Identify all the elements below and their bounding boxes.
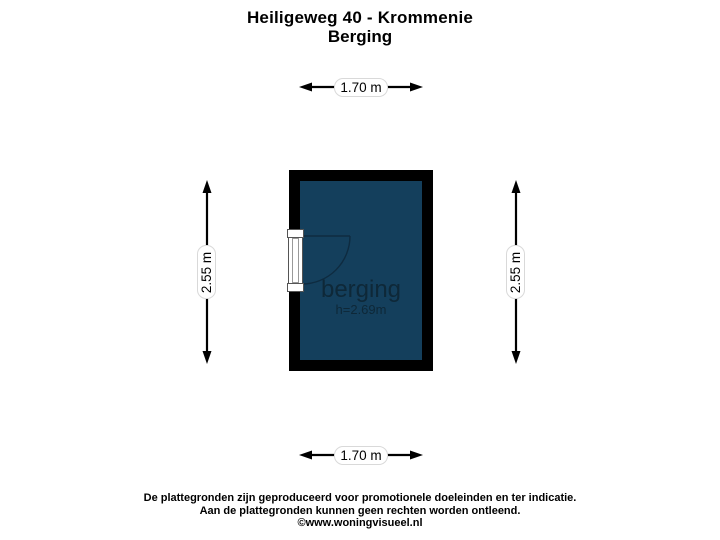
dimension-label-bottom: 1.70 m [334, 446, 388, 465]
page-title-subtitle: Berging [327, 27, 393, 46]
arrow-left-head-icon [299, 82, 312, 92]
dimension-label-left: 2.55 m [197, 245, 216, 299]
room-ceiling-height-label: h=2.69m [335, 302, 387, 317]
door-jamb-bottom [287, 283, 304, 292]
dimension-value: 2.55 m [199, 251, 214, 293]
dimension-value: 1.70 m [340, 448, 382, 463]
dimension-label-right: 2.55 m [506, 245, 525, 299]
door-swing-icon [301, 235, 351, 285]
dimension-value: 1.70 m [340, 80, 382, 95]
dimension-value: 2.55 m [508, 251, 523, 293]
arrow-left-head-icon [299, 450, 312, 460]
footer-disclaimer: De plattegronden zijn geproduceerd voor … [0, 492, 720, 530]
arrow-right-head-icon [410, 450, 423, 460]
door-jamb-top [287, 229, 304, 238]
disclaimer-line-2: Aan de plattegronden kunnen geen rechten… [199, 504, 521, 517]
dimension-label-top: 1.70 m [334, 78, 388, 97]
door-leaf-panel [292, 238, 299, 283]
page-title-address: Heiligeweg 40 - Krommenie [246, 8, 474, 27]
arrow-down-head-icon [511, 351, 521, 364]
arrow-right-head-icon [410, 82, 423, 92]
disclaimer-line-1: De plattegronden zijn geproduceerd voor … [143, 492, 577, 504]
copyright-line: ©www.woningvisueel.nl [297, 517, 423, 530]
arrow-up-head-icon [202, 180, 212, 193]
arrow-down-head-icon [202, 351, 212, 364]
arrow-up-head-icon [511, 180, 521, 193]
room-name-label: berging [320, 276, 402, 303]
